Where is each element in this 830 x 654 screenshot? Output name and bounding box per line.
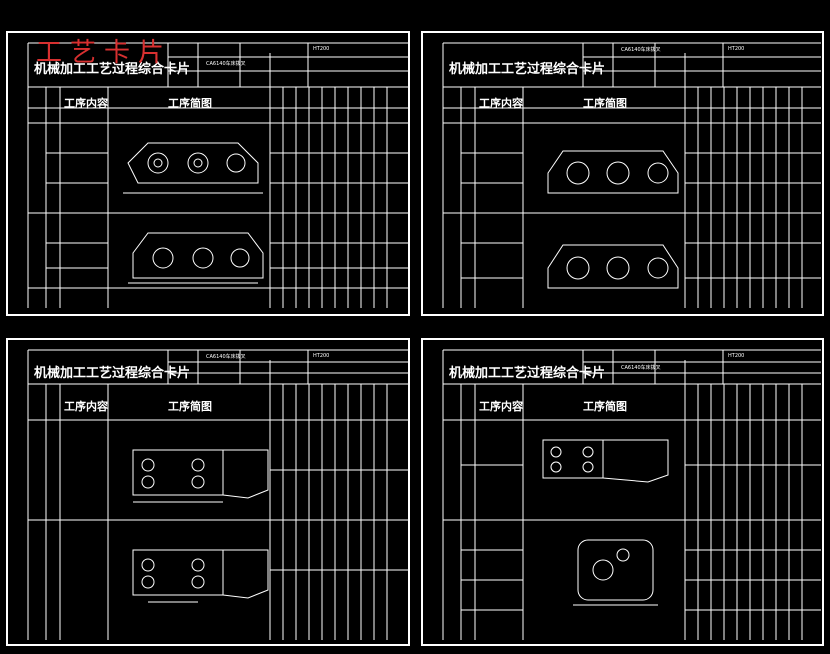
- material-cell: HT200: [313, 46, 330, 52]
- card-4-grid: [442, 349, 821, 640]
- process-content-header: 工序内容: [479, 97, 523, 110]
- process-drawing-header: 工序简图: [583, 400, 627, 413]
- product-name-cell: CA6140车床拨叉: [206, 61, 246, 67]
- process-card-1: 机械加工工艺过程综合卡片 工序内容 工序简图 CA6140车床拨叉 HT200: [6, 31, 410, 316]
- card-1-grid: [27, 42, 408, 308]
- process-card-3: 机械加工工艺过程综合卡片 工序内容 工序简图 CA6140车床拨叉 HT200: [6, 338, 410, 646]
- process-drawing-header: 工序简图: [168, 97, 212, 110]
- process-card-4: 机械加工工艺过程综合卡片 工序内容 工序简图 CA6140车床拨叉 HT200: [421, 338, 824, 646]
- card-title: 机械加工工艺过程综合卡片: [34, 366, 191, 381]
- card-3-grid: [27, 349, 408, 640]
- process-drawing-header: 工序简图: [168, 400, 212, 413]
- material-cell: HT200: [728, 353, 745, 359]
- material-cell: HT200: [313, 353, 330, 359]
- card-title: 机械加工工艺过程综合卡片: [449, 366, 606, 381]
- process-content-header: 工序内容: [64, 400, 108, 413]
- product-name-cell: CA6140车床拨叉: [621, 365, 661, 371]
- product-name-cell: CA6140车床拨叉: [206, 354, 246, 360]
- process-drawing-header: 工序简图: [583, 97, 627, 110]
- card-2-grid: [442, 42, 821, 308]
- product-name-cell: CA6140车床拨叉: [621, 47, 661, 53]
- card-title: 机械加工工艺过程综合卡片: [449, 62, 606, 77]
- process-content-header: 工序内容: [64, 97, 108, 110]
- stamp-text: 工艺卡片: [36, 38, 173, 68]
- process-content-header: 工序内容: [479, 400, 523, 413]
- card-title: 机械加工工艺过程综合卡片: [34, 62, 191, 77]
- material-cell: HT200: [728, 46, 745, 52]
- process-card-2: 机械加工工艺过程综合卡片 工序内容 工序简图 CA6140车床拨叉 HT200: [421, 31, 824, 316]
